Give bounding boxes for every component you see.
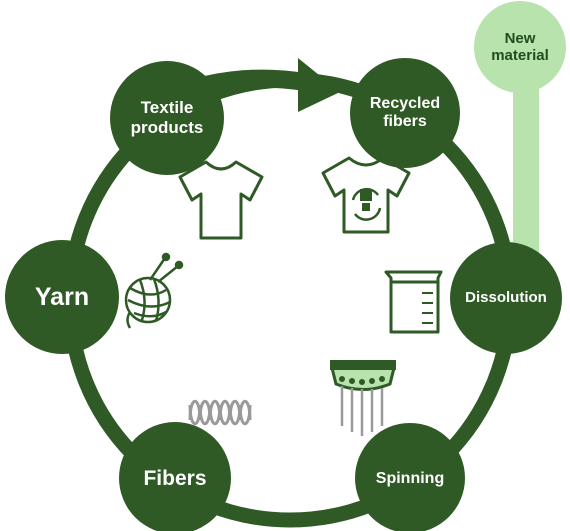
yarn-ball-icon	[124, 252, 184, 329]
new-material-bubble	[474, 1, 566, 93]
textile-products-label: Textile products	[130, 98, 204, 137]
yarn-label: Yarn	[34, 282, 90, 311]
tshirt-icon	[178, 160, 264, 240]
node-fibers	[119, 422, 231, 531]
cycle-arrowhead	[298, 58, 340, 112]
node-dissolution	[450, 242, 562, 354]
node-yarn	[5, 240, 119, 354]
node-recycled-fibers	[350, 58, 460, 168]
dissolution-label: Dissolution	[465, 289, 547, 307]
spinneret-icon	[330, 360, 396, 436]
coil-fiber-icon	[188, 399, 252, 426]
recycled-tshirt-icon	[321, 156, 411, 234]
beaker-icon	[384, 270, 443, 334]
recycled-fibers-label: Recycled fibers	[369, 94, 441, 130]
new-material-label: New material	[491, 29, 549, 64]
fibers-label: Fibers	[143, 466, 207, 490]
node-textile-products	[110, 61, 224, 175]
spinning-label: Spinning	[375, 469, 445, 487]
node-spinning	[355, 423, 465, 531]
